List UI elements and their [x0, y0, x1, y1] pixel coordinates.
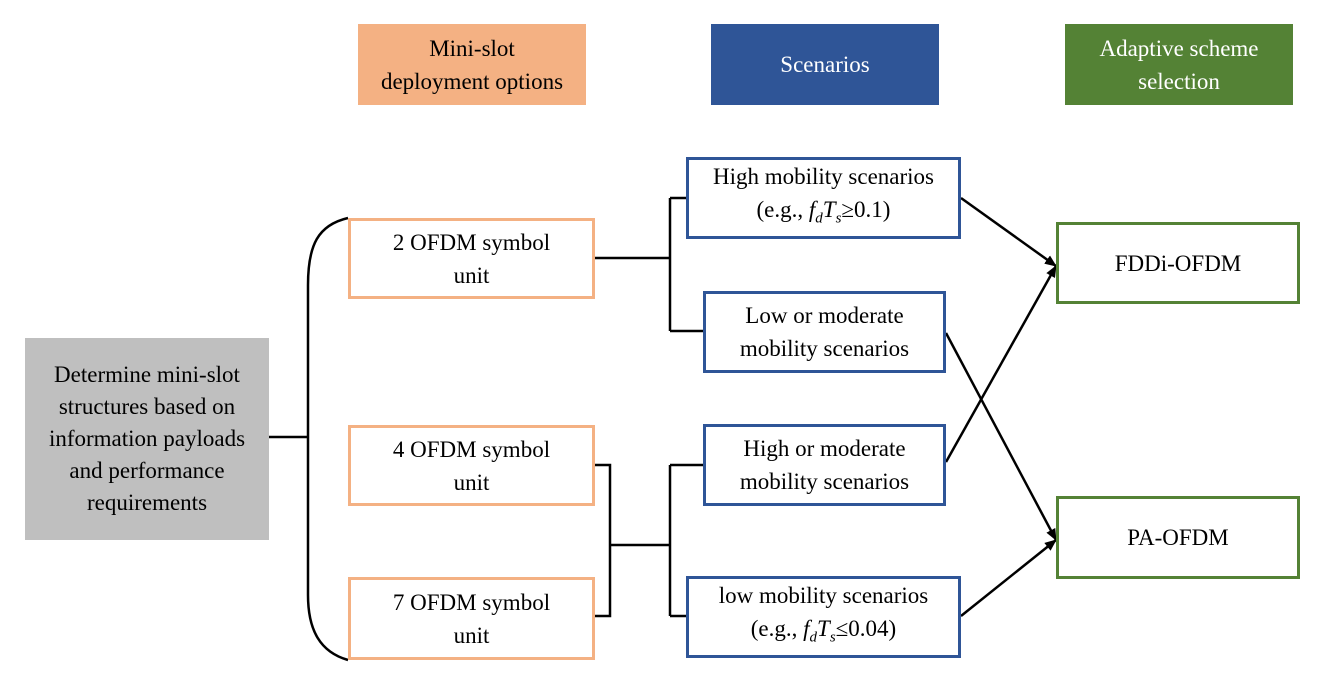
scenario-3-line-2: mobility scenarios — [739, 469, 910, 494]
arrow-s2-pa — [944, 332, 1058, 541]
scenario-low-or-moderate-mobility: Low or moderate mobility scenarios — [703, 291, 946, 373]
scenario-4-formula-t: T — [817, 616, 830, 642]
scenario-3-line-1: High or moderate — [743, 436, 906, 461]
scenario-1-formula-f: f — [808, 197, 816, 223]
scenario-1-formula-rel: ≥0.1) — [841, 197, 891, 223]
options-bracket — [306, 216, 349, 662]
scenario-1-formula-fsub: d — [815, 210, 823, 227]
root-determine-structures: Determine mini-slot structures based on … — [25, 338, 269, 540]
header-selection-line-1: Adaptive scheme — [1099, 35, 1259, 61]
option-4-ofdm-symbol-unit: 4 OFDM symbol unit — [348, 425, 595, 506]
option-2-line-1: 4 OFDM symbol — [392, 436, 551, 462]
scenario-4-formula-fsub: d — [809, 629, 818, 646]
scenario-4-formula-tsub: s — [829, 629, 836, 646]
root-line-4: and performance — [69, 458, 225, 483]
option1-connector — [595, 196, 703, 333]
option-1-line-1: 2 OFDM symbol — [392, 229, 551, 255]
scenario-2-line-2: mobility scenarios — [739, 336, 910, 361]
scheme-2-label: PA-OFDM — [1127, 525, 1229, 550]
scenario-high-or-moderate-mobility: High or moderate mobility scenarios — [703, 424, 946, 506]
scenario-4-formula-rel: ≤0.04) — [835, 616, 897, 642]
scenario-1-formula: (e.g., fdTs≥0.1) — [757, 193, 891, 236]
option-7-ofdm-symbol-unit: 7 OFDM symbol unit — [348, 577, 595, 660]
scenario-low-mobility: low mobility scenarios (e.g., fdTs≤0.04) — [686, 576, 961, 658]
scenario-2-line-1: Low or moderate — [745, 303, 904, 328]
arrow-s4-pa — [960, 539, 1057, 617]
arrow-s3-fddi — [944, 265, 1058, 463]
header-deployment-options: Mini-slot deployment options — [358, 24, 586, 105]
header-selection-line-2: selection — [1138, 68, 1220, 94]
option-3-line-2: unit — [453, 622, 490, 648]
scenario-4-line-1: low mobility scenarios — [718, 583, 929, 609]
option-2-line-2: unit — [453, 469, 490, 495]
scenario-1-formula-prefix: (e.g., — [756, 197, 809, 223]
scenario-4-formula: (e.g., fdTs≤0.04) — [751, 612, 896, 655]
header-scheme-selection: Adaptive scheme selection — [1065, 24, 1293, 105]
root-line-3: information payloads — [48, 426, 246, 451]
options23-connector — [595, 463, 703, 618]
option-1-line-2: unit — [453, 262, 490, 288]
scheme-pa-ofdm: PA-OFDM — [1056, 496, 1300, 579]
scenario-1-line-1: High mobility scenarios — [712, 164, 935, 190]
root-line-1: Determine mini-slot — [54, 362, 240, 387]
header-scenarios: Scenarios — [711, 24, 939, 105]
header-options-line-1: Mini-slot — [429, 35, 515, 61]
scenario-4-formula-prefix: (e.g., — [750, 616, 804, 642]
header-options-line-2: deployment options — [380, 68, 564, 94]
header-scenarios-label: Scenarios — [780, 52, 870, 77]
scenario-1-formula-t: T — [822, 197, 836, 223]
scenario-4-formula-f: f — [803, 616, 810, 642]
scenario-high-mobility: High mobility scenarios (e.g., fdTs≥0.1) — [686, 157, 961, 239]
scenario-1-formula-tsub: s — [835, 210, 842, 227]
arrow-s1-fddi — [960, 196, 1057, 268]
scheme-fddi-ofdm: FDDi-OFDM — [1056, 222, 1300, 304]
scheme-1-label: FDDi-OFDM — [1114, 250, 1242, 276]
root-line-2: structures based on — [58, 394, 236, 419]
option-2-ofdm-symbol-unit: 2 OFDM symbol unit — [348, 218, 595, 299]
root-line-5: requirements — [86, 490, 208, 515]
option-3-line-1: 7 OFDM symbol — [392, 589, 551, 615]
